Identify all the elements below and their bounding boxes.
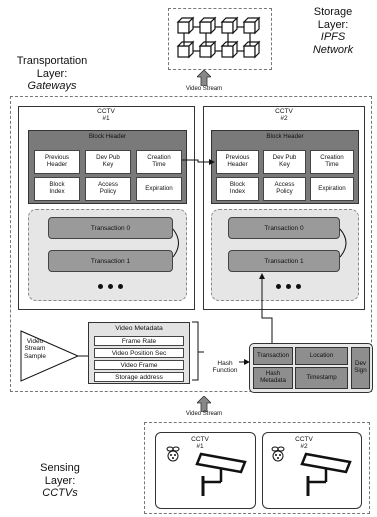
block-cctv1-label: CCTV #1 (97, 108, 115, 122)
access-policy-2: Access Policy (263, 177, 306, 201)
expiration-1: Expiration (136, 177, 182, 201)
gateway-box (10, 96, 372, 392)
camera-2-label: CCTV #2 (295, 436, 313, 450)
sensing-box (144, 422, 370, 514)
video-position-sec: Video Position Sec (94, 348, 184, 358)
ellipsis-dot (98, 284, 103, 289)
transaction-1-block1: Transaction 1 (48, 250, 173, 272)
ellipsis-dot (276, 284, 281, 289)
video-frame: Video Frame (94, 360, 184, 370)
access-policy-1: Access Policy (85, 177, 131, 201)
previous-header-2: Previous Header (216, 150, 259, 174)
camera-1-label: CCTV #1 (191, 436, 209, 450)
transaction-0-block1: Transaction 0 (48, 217, 173, 239)
upload-arrow-icon (197, 70, 211, 86)
transaction-cell: Transaction (253, 347, 293, 365)
block-index-1: Block Index (34, 177, 80, 201)
transport-layer-title: Transportation Layer: Gateways (16, 55, 88, 93)
ipfs-network-box (168, 8, 272, 70)
video-stream-sample-label: Video Stream Sample (23, 338, 47, 360)
location-cell: Location (295, 347, 348, 365)
block-cctv2 (203, 106, 365, 310)
cctv-camera-icon (195, 452, 247, 496)
cctv-camera-icon (300, 452, 352, 496)
ellipsis-dot (118, 284, 123, 289)
creation-time-1: Creation Time (136, 150, 182, 174)
dev-pub-key-2: Dev Pub Key (263, 150, 306, 174)
frame-rate: Frame Rate (94, 336, 184, 346)
dev-pub-key-1: Dev Pub Key (85, 150, 131, 174)
camera-card-1 (155, 432, 256, 509)
transaction-1-block2: Transaction 1 (228, 250, 340, 272)
video-stream-label-bottom: Video Stream (185, 411, 223, 417)
block-cctv2-label: CCTV #2 (275, 108, 293, 122)
raspberry-pi-icon (166, 446, 180, 462)
expiration-2: Expiration (310, 177, 354, 201)
raspberry-pi-icon (271, 446, 285, 462)
timestamp-cell: Timestamp (295, 367, 348, 389)
hash-function-label: Hash Function (212, 360, 238, 374)
video-metadata-title: Video Metadata (115, 325, 163, 332)
sensing-layer-title: Sensing Layer: CCTVs (40, 462, 80, 500)
previous-header-1: Previous Header (34, 150, 80, 174)
block-index-2: Block Index (216, 177, 259, 201)
video-stream-sample-shape (20, 330, 80, 382)
ellipsis-dot (286, 284, 291, 289)
storage-address: Storage address (94, 372, 184, 382)
camera-card-2 (262, 432, 362, 509)
storage-layer-title: Storage Layer: IPFS Network (312, 6, 354, 56)
block-cctv1 (18, 106, 195, 310)
upload-arrow-icon (197, 396, 211, 412)
ellipsis-dot (108, 284, 113, 289)
transaction-0-block2: Transaction 0 (228, 217, 340, 239)
ipfs-cubes-icon (177, 17, 260, 58)
ellipsis-dot (296, 284, 301, 289)
dev-sign-cell: Dev Sign (351, 347, 370, 389)
video-stream-label-top: Video Stream (185, 86, 223, 92)
creation-time-2: Creation Time (310, 150, 354, 174)
hash-metadata-cell: Hash Metadata (253, 367, 293, 389)
